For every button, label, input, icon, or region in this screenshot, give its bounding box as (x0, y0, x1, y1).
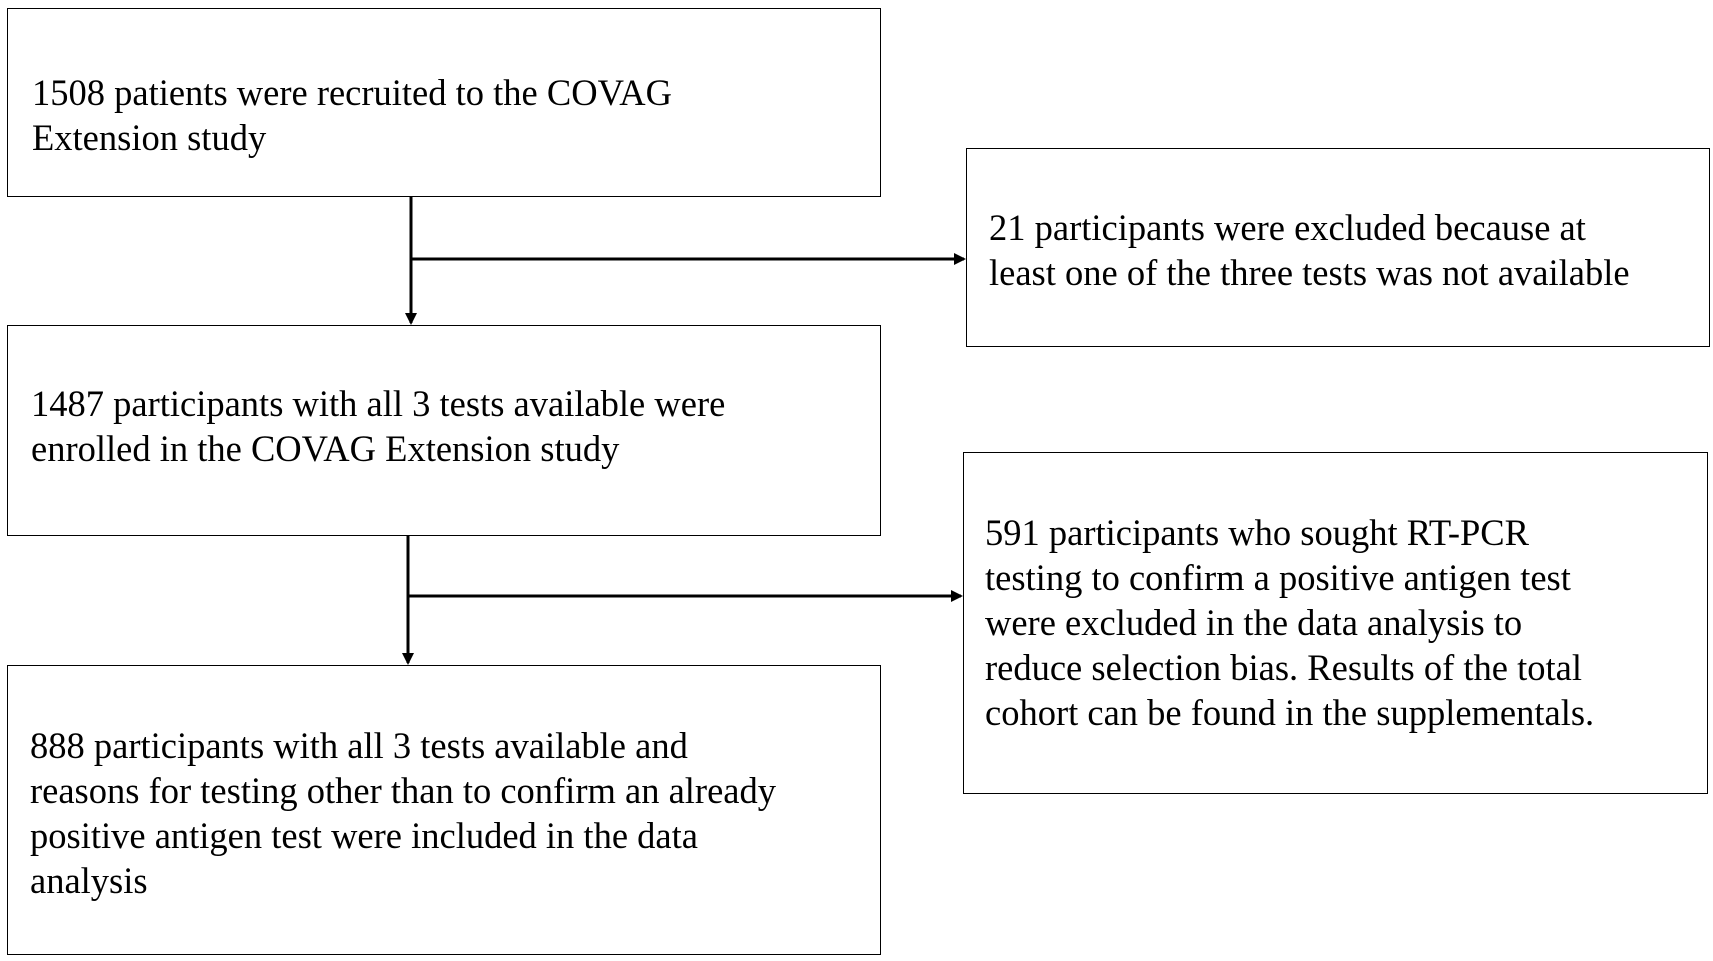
box-enrolled: 1487 participants with all 3 tests avail… (7, 325, 881, 536)
box-excluded-pcr-confirmation: 591 participants who sought RT-PCR testi… (963, 452, 1708, 794)
box-excluded-missing-tests-line-2: least one of the three tests was not ava… (989, 252, 1630, 293)
box-excluded-pcr-line-4: reduce selection bias. Results of the to… (985, 647, 1583, 688)
box-included-line-2: reasons for testing other than to confir… (30, 770, 776, 811)
box-included: 888 participants with all 3 tests availa… (7, 665, 881, 955)
box-included-line-4: analysis (30, 860, 148, 901)
box-excluded-pcr-line-1: 591 participants who sought RT-PCR (985, 512, 1529, 553)
box-excluded-pcr-line-2: testing to confirm a positive antigen te… (985, 557, 1571, 598)
box-excluded-pcr-line-5: cohort can be found in the supplementals… (985, 692, 1595, 733)
box-recruited: 1508 patients were recruited to the COVA… (7, 8, 881, 197)
box-enrolled-line-1: 1487 participants with all 3 tests avail… (31, 383, 726, 424)
box-included-line-1: 888 participants with all 3 tests availa… (30, 725, 688, 766)
box-excluded-missing-tests-line-1: 21 participants were excluded because at (989, 207, 1586, 248)
box-excluded-missing-tests: 21 participants were excluded because at… (966, 148, 1710, 347)
box-recruited-line-1: 1508 patients were recruited to the COVA… (32, 72, 672, 113)
box-recruited-line-2: Extension study (32, 117, 267, 158)
box-included-line-3: positive antigen test were included in t… (30, 815, 698, 856)
box-excluded-pcr-line-3: were excluded in the data analysis to (985, 602, 1523, 643)
box-enrolled-line-2: enrolled in the COVAG Extension study (31, 428, 620, 469)
